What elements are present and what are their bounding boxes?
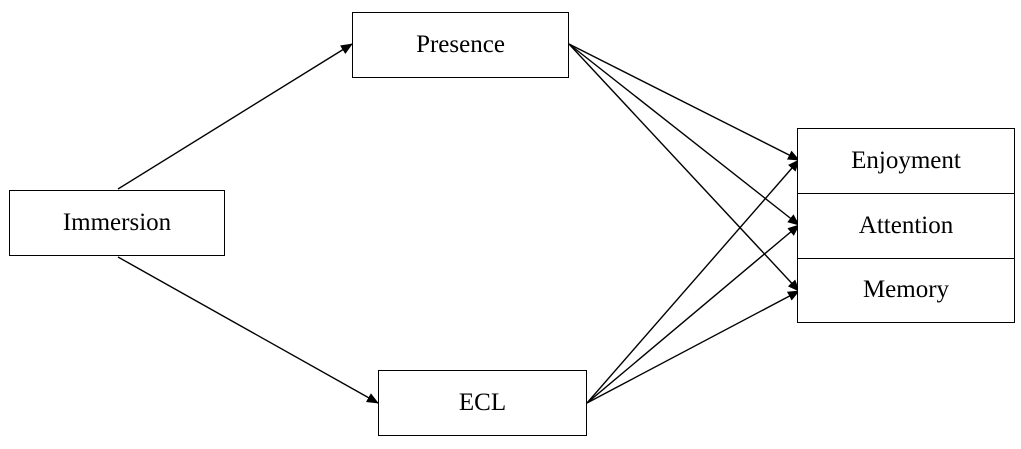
arrow-presence-to-attention (568, 43, 800, 226)
presence-node: Presence (352, 12, 569, 78)
arrow-ecl-to-enjoyment (586, 159, 800, 404)
attention-node: Attention (798, 193, 1014, 259)
enjoyment-label: Enjoyment (851, 147, 961, 174)
memory-label: Memory (862, 275, 950, 303)
arrow-presence-to-enjoyment (568, 43, 800, 161)
arrow-ecl-to-memory (586, 290, 800, 404)
memory-node: Memory (798, 258, 1014, 321)
arrow-presence-to-memory (568, 43, 800, 292)
enjoyment-node: Enjoyment (798, 129, 1014, 194)
arrow-immersion-to-ecl (117, 256, 379, 404)
presence-label: Presence (416, 31, 505, 58)
arrow-immersion-to-presence (117, 43, 353, 190)
attention-label: Attention (858, 211, 954, 239)
immersion-label: Immersion (62, 209, 172, 236)
outcomes-stack: Enjoyment Attention Memory (797, 128, 1015, 323)
arrow-ecl-to-attention (586, 224, 800, 404)
ecl-label: ECL (458, 389, 507, 416)
ecl-node: ECL (378, 370, 587, 436)
immersion-node: Immersion (9, 190, 225, 256)
